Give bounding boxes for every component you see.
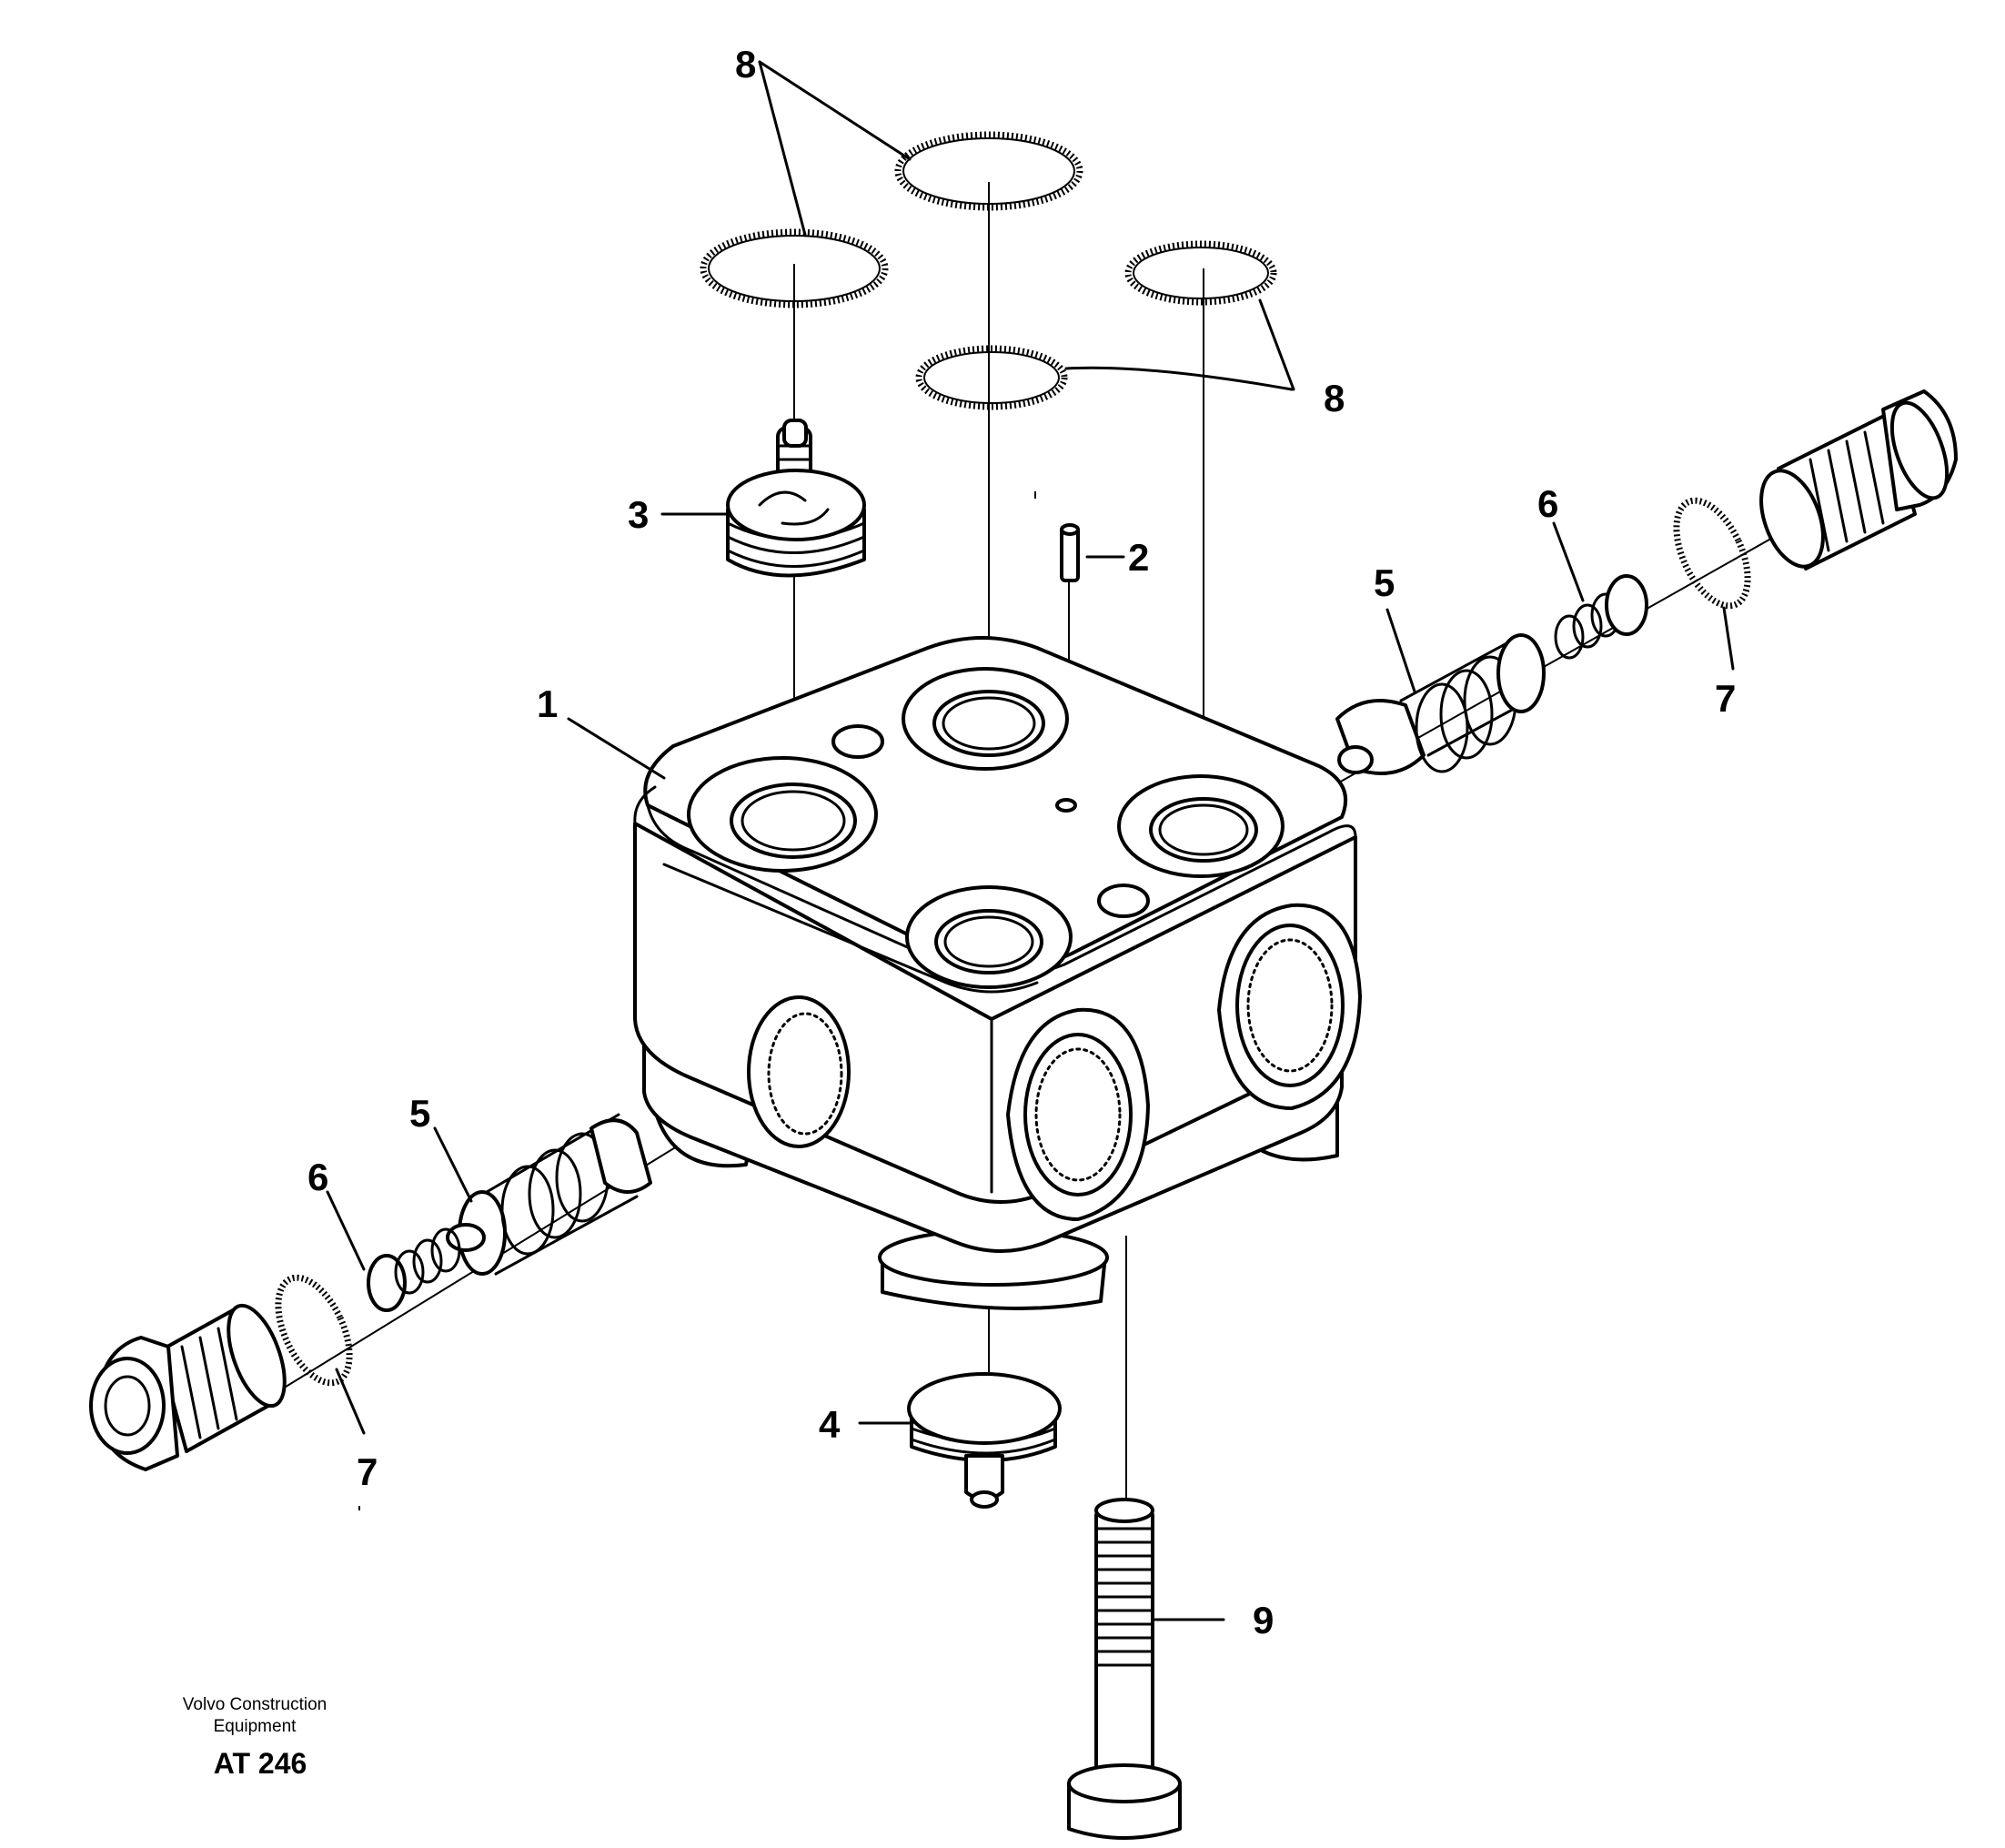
top-ports (687, 667, 1285, 989)
callout-1: 1 (537, 682, 558, 725)
part-1-valve-housing (633, 636, 1362, 1310)
callout-8-right: 8 (1324, 377, 1345, 419)
figure-code: AT 246 (213, 1747, 307, 1780)
left-plug (89, 1303, 287, 1471)
callout-6-left: 6 (307, 1156, 328, 1198)
callout-5-left: 5 (409, 1092, 430, 1135)
callout-9: 9 (1253, 1599, 1274, 1641)
part-6-right-spring (1554, 574, 1648, 660)
part-3-valve-upper (726, 419, 866, 578)
callout-5-right: 5 (1374, 561, 1395, 604)
side-ports (747, 903, 1362, 1221)
part-5-left-valve-cartridge (446, 1113, 652, 1276)
callout-7-left: 7 (357, 1450, 378, 1493)
part-2-pin (1060, 523, 1080, 582)
callout-3: 3 (628, 493, 649, 536)
company-caption: Volvo Construction Equipment (136, 1694, 373, 1738)
callout-8-top: 8 (735, 43, 756, 86)
callout-2: 2 (1128, 536, 1149, 579)
company-caption-line1: Volvo Construction (182, 1695, 327, 1714)
company-caption-line2: Equipment (213, 1717, 297, 1736)
callout-labels: 8 8 3 2 1 5 6 7 5 6 7 4 9 (307, 43, 1736, 1641)
callout-6-right: 6 (1537, 482, 1558, 525)
part-4-valve-lower (907, 1372, 1062, 1509)
part-7-right-seal-ring (1673, 497, 1751, 610)
callout-7-right: 7 (1715, 677, 1736, 720)
leader-lines (326, 60, 1735, 1621)
part-9-bolt (1067, 1498, 1182, 1840)
part-6-left-spring (367, 1227, 461, 1312)
part-7-left-seal-ring (275, 1274, 353, 1387)
right-plug (1759, 389, 1958, 571)
part-8-o-rings (700, 131, 1277, 410)
callout-4: 4 (819, 1403, 841, 1446)
part-5-right-valve-cartridge (1335, 633, 1546, 775)
